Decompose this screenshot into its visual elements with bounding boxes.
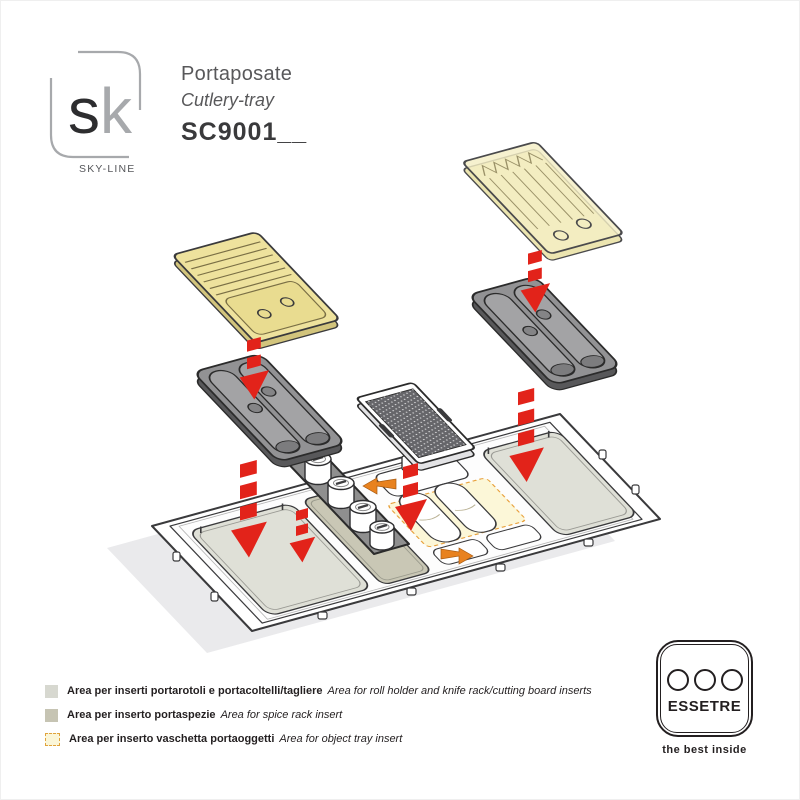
product-title-italian: Portaposate bbox=[181, 63, 293, 85]
product-model-code: SC9001__ bbox=[181, 118, 308, 146]
grid-handle bbox=[436, 408, 453, 422]
knife-spring-grips bbox=[481, 151, 544, 176]
legend: Area per inserti portarotoli e portacolt… bbox=[45, 684, 592, 756]
logo-tagline: SKY-LINE bbox=[79, 163, 136, 175]
tray-front-compartment-right bbox=[486, 524, 542, 551]
roll-holder-insert-left bbox=[196, 354, 343, 468]
essetre-logo: ESSETRE the best inside bbox=[653, 640, 756, 756]
knife-rack-slots bbox=[489, 162, 595, 230]
legend-label-english: Area for roll holder and knife rack/cutt… bbox=[327, 685, 592, 697]
legend-item-spice-rack: Area per inserto portaspezie Area for sp… bbox=[45, 708, 592, 722]
logo-frame-arc-bottom bbox=[49, 78, 129, 159]
logo-frame-arc-top bbox=[78, 50, 142, 110]
legend-swatch-yellow-icon bbox=[45, 732, 60, 746]
knife-block-insert bbox=[173, 232, 339, 349]
legend-label-italian: Area per inserto vaschetta portaoggetti bbox=[69, 733, 275, 745]
legend-item-object-tray: Area per inserto vaschetta portaoggetti … bbox=[45, 732, 592, 746]
tray-corner-marks bbox=[200, 431, 550, 533]
spice-jar bbox=[327, 475, 355, 510]
logo-letters: sk bbox=[68, 75, 133, 147]
legend-label-english: Area for spice rack insert bbox=[220, 709, 343, 721]
essetre-logo-box: ESSETRE bbox=[656, 640, 753, 737]
tray-mounting-tabs bbox=[172, 449, 640, 620]
knife-rack-insert bbox=[463, 141, 623, 261]
legend-swatch-light-icon bbox=[45, 684, 58, 698]
product-title-english: Cutlery-tray bbox=[181, 90, 275, 110]
essetre-slogan: the best inside bbox=[662, 744, 747, 756]
essetre-circles-icon bbox=[658, 669, 751, 691]
legend-item-roll-holder: Area per inserti portarotoli e portacolt… bbox=[45, 684, 592, 698]
tray-ridge-right bbox=[434, 482, 497, 533]
grid-handle bbox=[378, 424, 395, 438]
essetre-name: ESSETRE bbox=[667, 698, 742, 715]
title-block: Portaposate Cutlery-tray SC9001__ bbox=[181, 63, 307, 147]
legend-swatch-dark-icon bbox=[45, 708, 58, 722]
orange-slide-arrow-left-icon bbox=[362, 477, 397, 495]
legend-label-english: Area for object tray insert bbox=[279, 733, 403, 745]
knife-slots bbox=[184, 241, 292, 296]
spice-grid-insert bbox=[356, 382, 475, 471]
orange-slide-arrow-right-icon bbox=[440, 547, 474, 565]
spice-jar bbox=[369, 520, 395, 551]
legend-label-italian: Area per inserto portaspezie bbox=[67, 709, 216, 721]
sk-logo: sk SKY-LINE bbox=[49, 50, 142, 175]
legend-label-italian: Area per inserti portarotoli e portacolt… bbox=[67, 685, 323, 697]
